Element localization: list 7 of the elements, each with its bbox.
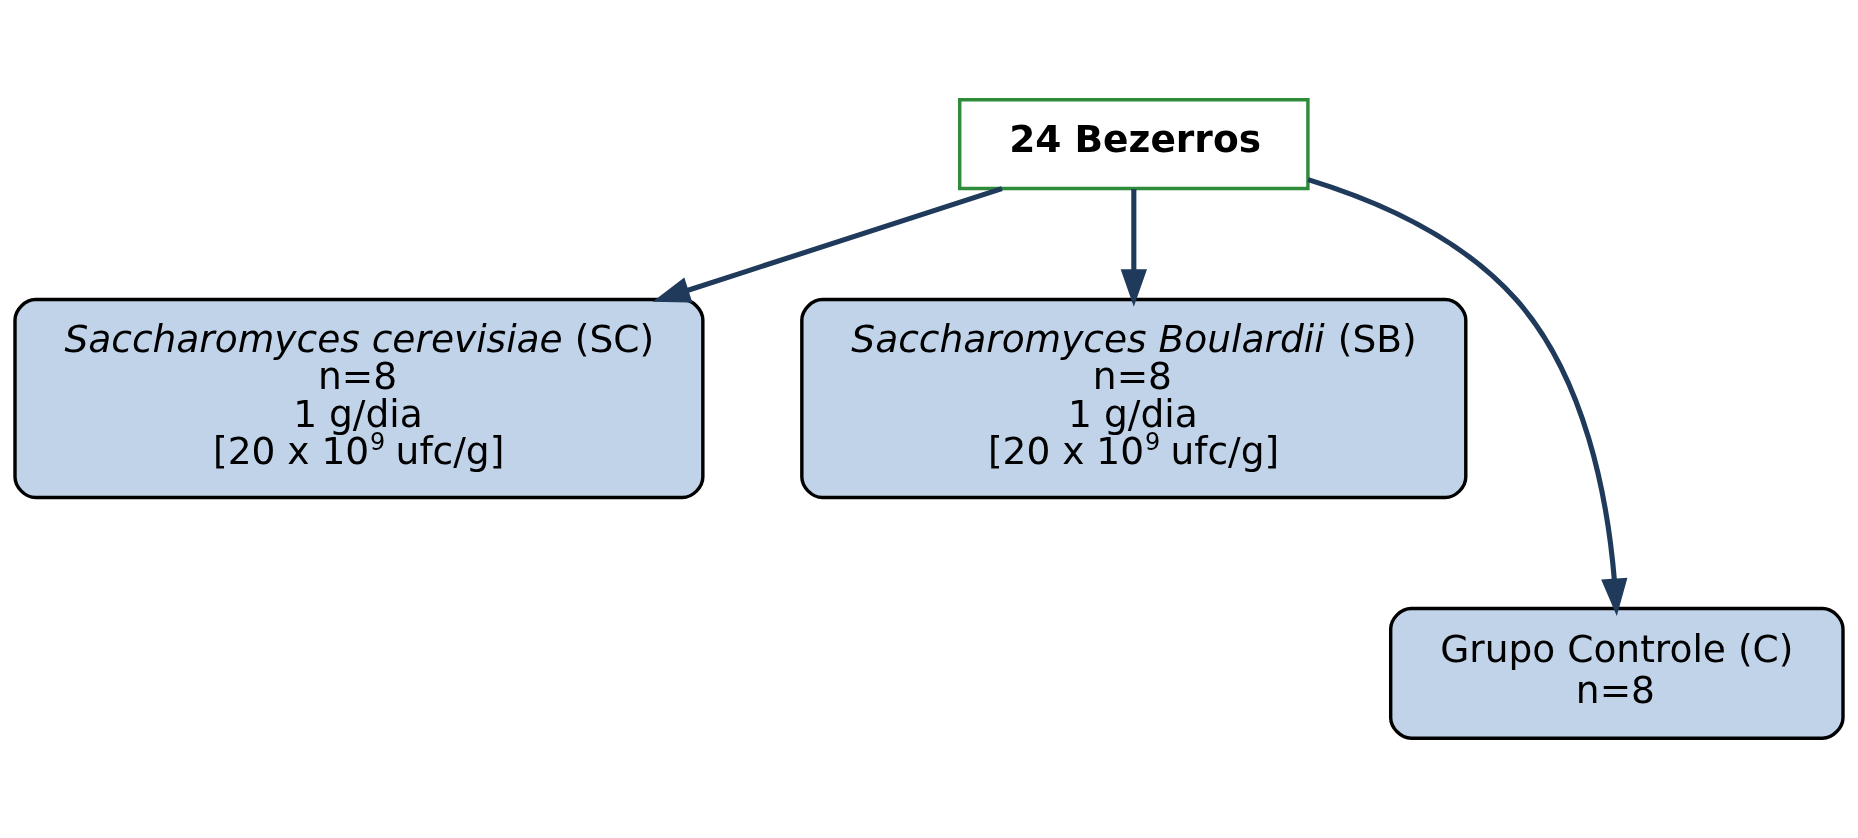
node-box: Saccharomyces cerevisiae (SC) n=8 1 g/dia [20 x 10$^{9}$ ufc/g] (13, 297, 705, 500)
arrow (1120, 189, 1147, 307)
node-box: Saccharomyces Boulardii (SB) n=8 1 g/dia [20 x 10$^{9}$ ufc/g] (800, 297, 1468, 500)
node-box: 24 Bezerros (958, 98, 1310, 191)
arrow (652, 186, 1003, 303)
node-box: Grupo Controle (C) n=8 (1389, 606, 1845, 740)
arrow (1307, 177, 1628, 617)
